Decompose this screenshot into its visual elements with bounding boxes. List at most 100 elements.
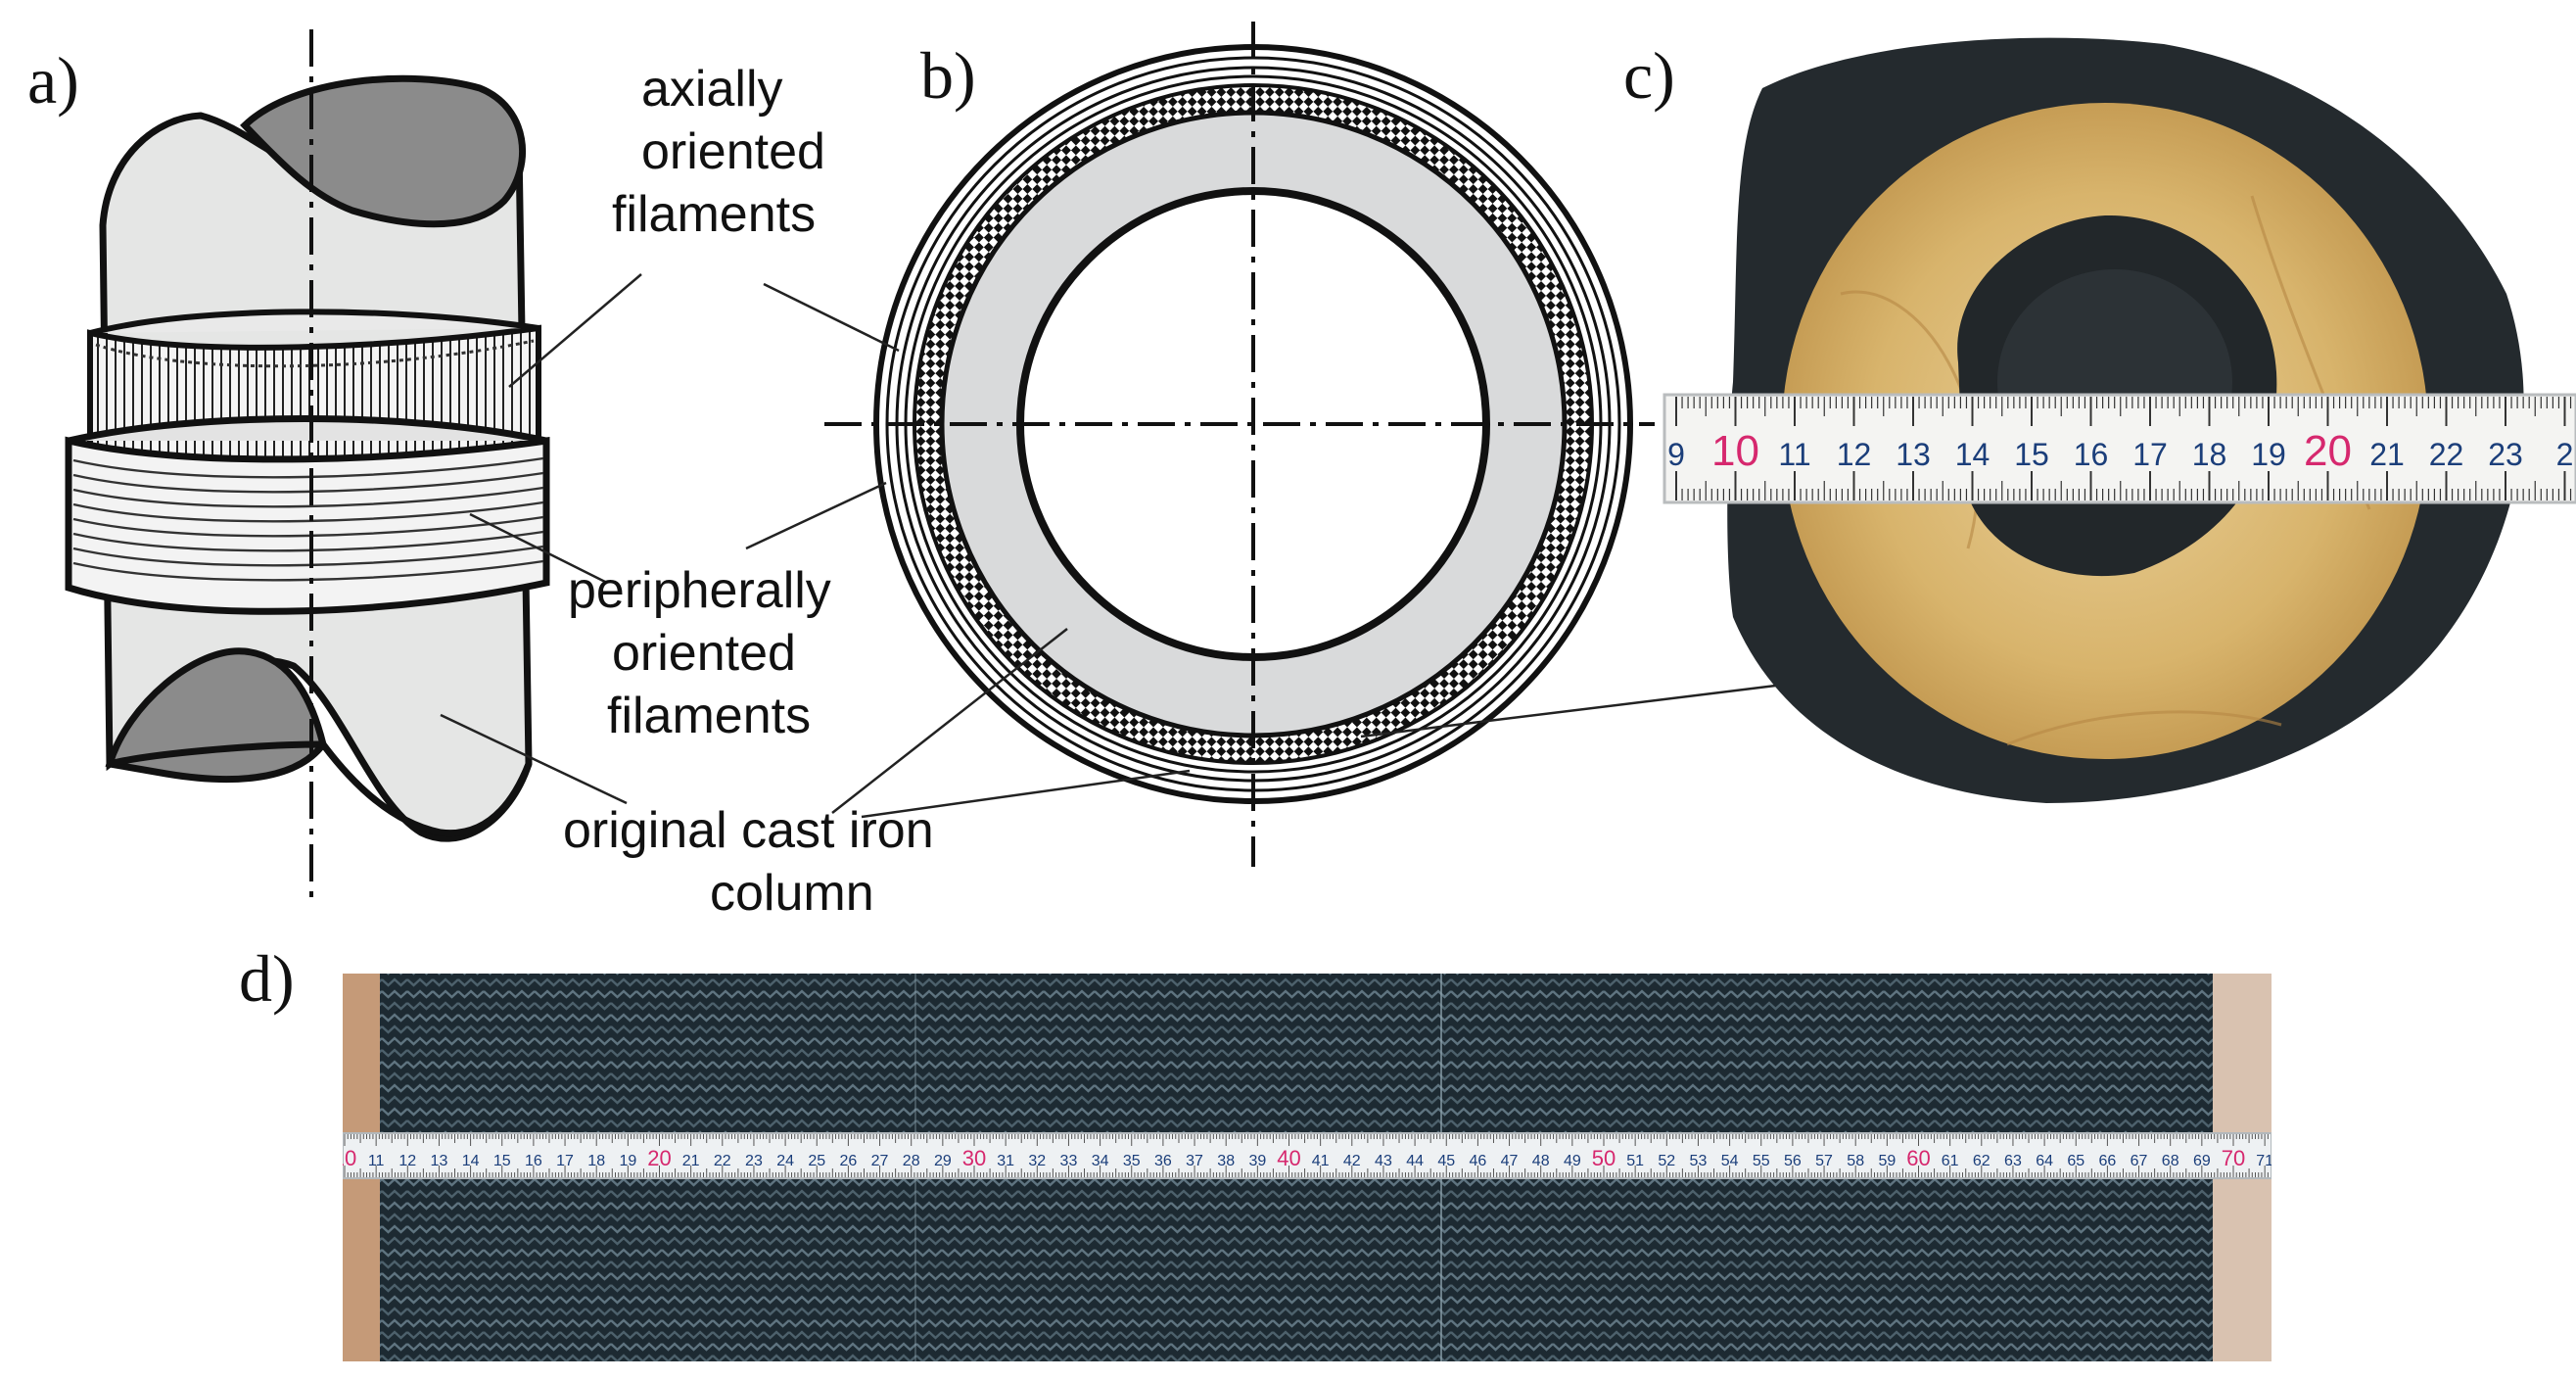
callout-peripheral-line2: oriented (612, 625, 796, 682)
ruler-d-label: 10 (333, 1146, 356, 1170)
panel-label-b: b) (920, 38, 976, 113)
ruler-d-label: 69 (2193, 1153, 2211, 1169)
ruler-d-label: 44 (1406, 1153, 1424, 1169)
ruler-d-label: 32 (1028, 1153, 1046, 1169)
ruler-d-label: 18 (587, 1153, 605, 1169)
ruler-d-label: 34 (1092, 1153, 1109, 1169)
ruler-d-label: 42 (1343, 1153, 1361, 1169)
ruler-d-label: 64 (2036, 1153, 2053, 1169)
ruler-d-label: 47 (1501, 1153, 1519, 1169)
ruler-d-label: 48 (1532, 1153, 1550, 1169)
ruler-d-label: 45 (1437, 1153, 1455, 1169)
callout-axial-line1: axially (641, 61, 783, 118)
callout-axial-line3: filaments (612, 186, 816, 243)
ruler-d-label: 38 (1217, 1153, 1235, 1169)
ruler-d-label: 14 (462, 1153, 480, 1169)
ruler-d-label: 23 (745, 1153, 763, 1169)
ruler-d-label: 11 (368, 1153, 385, 1169)
ruler-d-label: 28 (903, 1153, 920, 1169)
ruler-d-label: 41 (1312, 1153, 1330, 1169)
ruler-d-label: 17 (556, 1153, 574, 1169)
ruler-d-label: 61 (1942, 1153, 1959, 1169)
ruler-d-ticks (344, 1134, 2269, 1177)
ruler-d-label: 31 (997, 1153, 1014, 1169)
panel-b-cross-section (745, 22, 1920, 867)
ruler-d-label: 26 (840, 1153, 858, 1169)
ruler-d-label: 59 (1878, 1153, 1896, 1169)
ruler-d-label: 43 (1375, 1153, 1392, 1169)
ruler-d-label: 57 (1815, 1153, 1833, 1169)
ruler-d-label: 24 (776, 1153, 794, 1169)
ruler-d-label: 54 (1721, 1153, 1739, 1169)
ruler-d-label: 63 (2004, 1153, 2022, 1169)
column-top-cut (240, 74, 527, 228)
ruler-c-label: 13 (1896, 437, 1931, 472)
ruler-d-label: 46 (1470, 1153, 1487, 1169)
ruler-d-label: 39 (1248, 1153, 1266, 1169)
panel-a-column-sketch (65, 29, 642, 901)
ruler-d-label: 62 (1973, 1153, 1991, 1169)
ruler-d-label: 71 (2256, 1153, 2273, 1169)
callout-peripheral: peripherally oriented filaments (568, 562, 831, 744)
ruler-d-label: 50 (1592, 1146, 1616, 1170)
ruler-d-label: 19 (619, 1153, 636, 1169)
ruler-c-label: 17 (2132, 437, 2168, 472)
ruler-d-label: 68 (2162, 1153, 2179, 1169)
ruler-c-label: 23 (2488, 437, 2523, 472)
ruler-c-label: 16 (2074, 437, 2109, 472)
ruler-d-label: 30 (962, 1146, 986, 1170)
ruler-d-label: 51 (1626, 1153, 1644, 1169)
ruler-d-label: 36 (1154, 1153, 1172, 1169)
ruler-d-label: 29 (934, 1153, 952, 1169)
ruler-c-label: 19 (2251, 437, 2286, 472)
ruler-d-label: 66 (2099, 1153, 2117, 1169)
ruler-d-label: 37 (1186, 1153, 1203, 1169)
panel-label-d: d) (239, 941, 295, 1016)
ruler-d-label: 70 (2222, 1146, 2245, 1170)
panel-label-c: c) (1623, 38, 1675, 113)
ruler-d-label: 33 (1060, 1153, 1078, 1169)
ruler-d-label: 16 (525, 1153, 542, 1169)
ruler-d-label: 53 (1690, 1153, 1708, 1169)
ruler-d-label: 22 (714, 1153, 731, 1169)
ruler-d-label: 60 (1906, 1146, 1930, 1170)
ruler-d-label: 25 (808, 1153, 825, 1169)
ruler-c-label: 12 (1837, 437, 1872, 472)
callout-cast-iron-line1: original cast iron (563, 802, 934, 859)
ruler-c-label: 20 (2304, 427, 2352, 475)
callout-cast-iron: original cast iron column (563, 802, 934, 922)
ruler-d-label: 40 (1277, 1146, 1300, 1170)
ruler-d-label: 21 (682, 1153, 700, 1169)
ruler-c-label: 21 (2369, 437, 2405, 472)
ruler-d-label: 49 (1564, 1153, 1581, 1169)
ruler-c-label: 2 (2556, 437, 2574, 472)
ruler-d-labels: 10 11 12 13 14 15 16 17 18 19 20 21 22 23 24 25 26 27 28 29… (333, 1146, 2273, 1170)
ruler-d-label: 13 (431, 1153, 448, 1169)
ruler-d-label: 52 (1658, 1153, 1675, 1169)
ruler-d-label: 27 (871, 1153, 889, 1169)
ruler-d-label: 20 (647, 1146, 671, 1170)
ruler-d-label: 58 (1847, 1153, 1864, 1169)
ruler-c-label: 18 (2192, 437, 2227, 472)
ruler-d-label: 15 (493, 1153, 511, 1169)
ruler-d-label: 35 (1123, 1153, 1141, 1169)
ruler-c-label: 15 (2014, 437, 2049, 472)
peripheral-filament-band (65, 415, 550, 615)
callout-axial: axially oriented filaments (612, 61, 825, 243)
ruler-c-label: 10 (1711, 427, 1759, 475)
ruler-c-label: 22 (2429, 437, 2464, 472)
callout-peripheral-line1: peripherally (568, 562, 831, 619)
panel-label-a: a) (27, 43, 79, 118)
ruler-c-label: 9 (1667, 437, 1685, 472)
ruler-c-ticks (1675, 397, 2572, 500)
callout-cast-iron-line2: column (710, 865, 874, 922)
ruler-d-label: 12 (398, 1153, 416, 1169)
ruler-d-label: 56 (1784, 1153, 1802, 1169)
ruler-c-label: 14 (1955, 437, 1991, 472)
panel-d-fabric-photo: 10 11 12 13 14 15 16 17 18 19 20 21 22 23 24 25 26 27 28 29… (333, 974, 2273, 1361)
callout-axial-line2: oriented (641, 123, 825, 180)
